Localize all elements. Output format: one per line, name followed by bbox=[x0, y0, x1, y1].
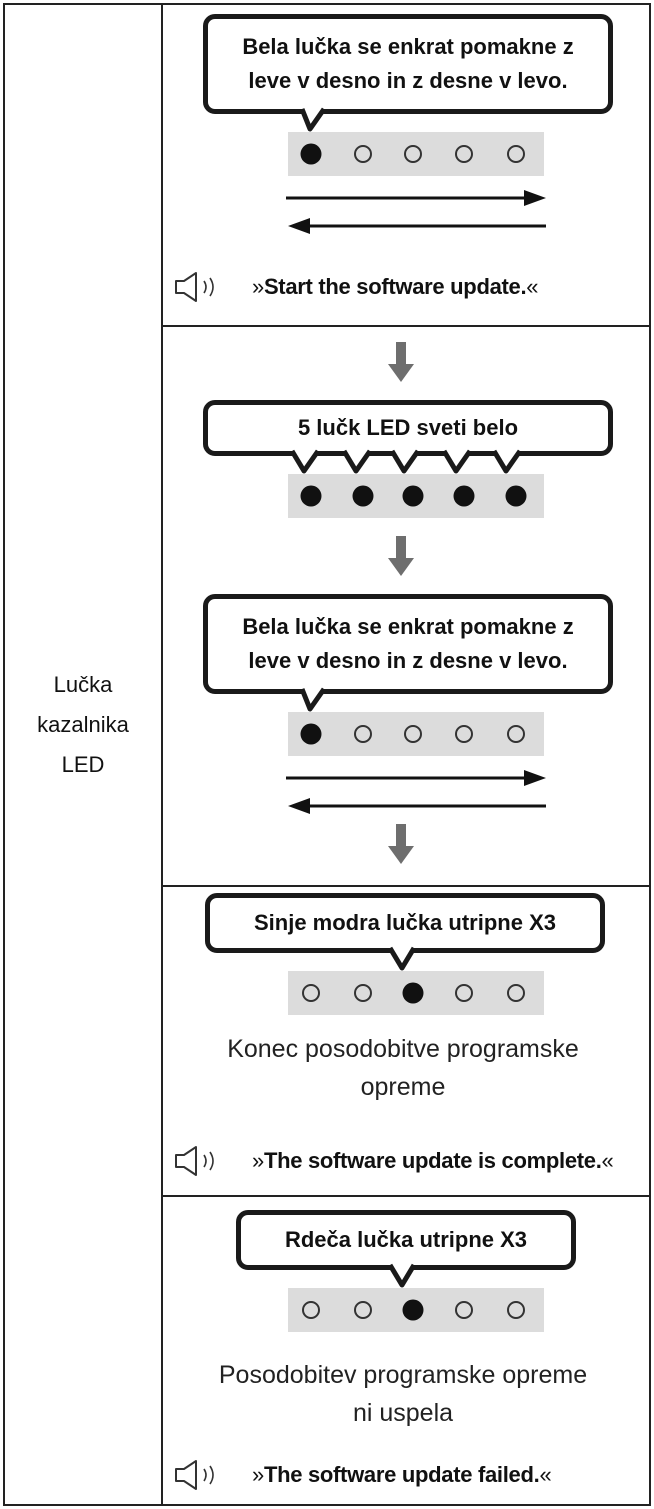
status-caption: Posodobitev programske opreme ni uspela bbox=[158, 1356, 648, 1432]
bubble-tail bbox=[387, 1263, 417, 1288]
led-bar bbox=[288, 971, 544, 1015]
led-on bbox=[505, 485, 527, 507]
quote-open: » bbox=[252, 1462, 264, 1487]
led-off bbox=[507, 725, 525, 743]
led-on bbox=[300, 485, 322, 507]
row-divider bbox=[162, 325, 649, 327]
quote-close: « bbox=[601, 1148, 614, 1173]
led-off bbox=[354, 145, 372, 163]
row-header-line: kazalnika bbox=[37, 712, 129, 737]
bubble-tail bbox=[299, 687, 327, 712]
led-off bbox=[507, 1301, 525, 1319]
led-row bbox=[300, 143, 525, 165]
led-off bbox=[302, 984, 320, 1002]
led-on bbox=[300, 723, 322, 745]
led-bar bbox=[288, 1288, 544, 1332]
voice-prompt-message: The software update is complete. bbox=[263, 1148, 602, 1173]
voice-prompt-message: Start the software update. bbox=[263, 274, 527, 299]
down-arrow-icon bbox=[388, 342, 414, 382]
caption-line: ni uspela bbox=[352, 1399, 454, 1427]
led-on bbox=[352, 485, 374, 507]
led-bar bbox=[288, 712, 544, 756]
bubble-line: leve v desno in z desne v levo. bbox=[248, 648, 568, 673]
bubble-tails bbox=[289, 449, 523, 474]
down-arrow-icon bbox=[388, 824, 414, 864]
bubble-line: Bela lučka se enkrat pomakne z bbox=[242, 614, 574, 639]
status-caption: Konec posodobitve programske opreme bbox=[158, 1030, 648, 1106]
status-bubble: Bela lučka se enkrat pomakne z leve v de… bbox=[203, 594, 613, 694]
row-divider bbox=[162, 885, 649, 887]
led-row bbox=[302, 1299, 525, 1321]
bubble-tail bbox=[387, 946, 417, 971]
led-off bbox=[404, 725, 422, 743]
led-off bbox=[455, 725, 473, 743]
led-row bbox=[300, 485, 527, 507]
led-off bbox=[404, 145, 422, 163]
led-off bbox=[354, 725, 372, 743]
quote-close: « bbox=[526, 274, 539, 299]
quote-open: » bbox=[252, 274, 264, 299]
led-indicator-table: Lučka kazalnika LED bbox=[3, 3, 651, 1506]
voice-prompt-text: »The software update is complete.« bbox=[252, 1148, 614, 1174]
down-arrow-icon bbox=[388, 536, 414, 576]
status-bubble: Rdeča lučka utripne X3 bbox=[236, 1210, 576, 1270]
row-divider bbox=[162, 1195, 649, 1197]
column-divider bbox=[161, 5, 163, 1504]
led-off bbox=[455, 145, 473, 163]
voice-prompt-text: »Start the software update.« bbox=[252, 274, 539, 300]
status-bubble: Sinje modra lučka utripne X3 bbox=[205, 893, 605, 953]
bubble-line: Rdeča lučka utripne X3 bbox=[284, 1227, 528, 1252]
led-off bbox=[354, 1301, 372, 1319]
speaker-icon bbox=[175, 1460, 214, 1490]
led-off bbox=[507, 984, 525, 1002]
bubble-line: leve v desno in z desne v levo. bbox=[248, 68, 568, 93]
led-on bbox=[453, 485, 475, 507]
caption-line: opreme bbox=[360, 1073, 446, 1101]
status-bubble: Bela lučka se enkrat pomakne z leve v de… bbox=[203, 14, 613, 114]
bubble-line: Bela lučka se enkrat pomakne z bbox=[242, 34, 574, 59]
speaker-icon bbox=[175, 272, 214, 302]
caption-line: Posodobitev programske opreme bbox=[218, 1361, 588, 1389]
row-header-label: Lučka kazalnika LED bbox=[5, 665, 161, 785]
status-bubble: 5 lučk LED sveti belo bbox=[203, 400, 613, 456]
caption-line: Konec posodobitve programske bbox=[227, 1035, 579, 1063]
quote-close: « bbox=[539, 1462, 552, 1487]
voice-prompt: »Start the software update.« bbox=[172, 270, 539, 304]
led-row bbox=[302, 982, 525, 1004]
led-on bbox=[402, 485, 424, 507]
led-off bbox=[354, 984, 372, 1002]
led-row bbox=[300, 723, 525, 745]
bubble-line: Sinje modra lučka utripne X3 bbox=[254, 910, 556, 935]
led-off bbox=[455, 984, 473, 1002]
bubble-line: 5 lučk LED sveti belo bbox=[297, 415, 519, 440]
row-header-line: LED bbox=[61, 752, 105, 777]
voice-prompt-message: The software update failed. bbox=[263, 1462, 540, 1487]
voice-prompt-text: »The software update failed.« bbox=[252, 1462, 552, 1488]
voice-prompt: »The software update is complete.« bbox=[172, 1144, 614, 1178]
bidirectional-arrows bbox=[286, 190, 546, 234]
led-on bbox=[300, 143, 322, 165]
led-off bbox=[455, 1301, 473, 1319]
led-bar bbox=[288, 474, 544, 518]
led-off bbox=[302, 1301, 320, 1319]
led-off bbox=[507, 145, 525, 163]
bidirectional-arrows bbox=[286, 770, 546, 814]
quote-open: » bbox=[252, 1148, 264, 1173]
led-bar bbox=[288, 132, 544, 176]
bubble-tail bbox=[299, 107, 327, 132]
speaker-icon bbox=[175, 1146, 214, 1176]
row-header-line: Lučka bbox=[53, 672, 113, 697]
voice-prompt: »The software update failed.« bbox=[172, 1458, 552, 1492]
led-on bbox=[402, 1299, 424, 1321]
led-on bbox=[402, 982, 424, 1004]
